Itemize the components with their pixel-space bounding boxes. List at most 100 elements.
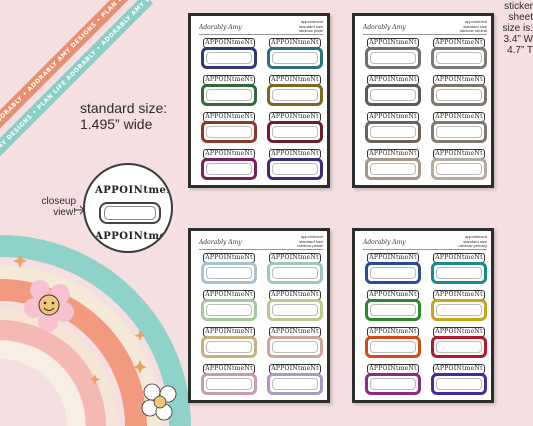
sheet-meta-line: rainbow neutral	[459, 28, 487, 34]
sticker-frame	[267, 158, 323, 180]
sticker-frame	[267, 373, 323, 395]
flower-smiley	[24, 280, 74, 332]
sticker-inner	[272, 126, 318, 138]
closeup-word-top: APPOINtmeNt	[95, 185, 173, 196]
sticker-inner	[370, 89, 416, 101]
sticker-inner	[436, 126, 482, 138]
appointment-sticker: APPOINtmeNt	[201, 290, 257, 326]
sheet-divider	[199, 249, 323, 250]
sheet-brand: Adorably Amy	[199, 238, 242, 246]
appointment-sticker: APPOINtmeNt	[201, 38, 257, 74]
sticker-frame	[201, 299, 257, 321]
sticker-frame	[365, 262, 421, 284]
sticker-inner	[206, 304, 252, 316]
sticker-inner	[272, 163, 318, 175]
sticker-inner	[436, 304, 482, 316]
appointment-sticker: APPOINtmeNt	[431, 149, 487, 185]
appointment-sticker: APPOINtmeNt	[365, 75, 421, 111]
sticker-inner	[206, 126, 252, 138]
sheet-brand: Adorably Amy	[199, 23, 242, 31]
sticker-frame	[365, 47, 421, 69]
sticker-frame	[365, 336, 421, 358]
sticker-frame	[365, 158, 421, 180]
appointment-sticker: APPOINtmeNt	[201, 364, 257, 400]
appointment-sticker: APPOINtmeNt	[267, 364, 323, 400]
appointment-sticker: APPOINtmeNt	[267, 290, 323, 326]
standard-size-label: standard size: 1.495” wide	[80, 100, 190, 132]
sheet-meta-line: rainbow pastel	[297, 243, 323, 249]
appointment-sticker: APPOINtmeNt	[365, 38, 421, 74]
sticker-frame	[267, 299, 323, 321]
sheet-brand: Adorably Amy	[363, 238, 406, 246]
sticker-inner	[436, 163, 482, 175]
sticker-inner	[370, 52, 416, 64]
appointment-sticker: APPOINtmeNt	[267, 327, 323, 363]
sticker-frame	[267, 47, 323, 69]
sheet-divider	[363, 249, 487, 250]
sticker-frame	[431, 373, 487, 395]
sheet-meta-line: appointment	[464, 234, 487, 240]
sticker-inner	[370, 304, 416, 316]
sticker-frame	[431, 158, 487, 180]
sheet-meta-line: appointment	[464, 19, 487, 25]
sticker-inner	[206, 267, 252, 279]
appointment-sticker: APPOINtmeNt	[267, 75, 323, 111]
sheet-meta-line: rainbow jewel	[298, 28, 323, 34]
sheet-meta-line: appointment	[300, 234, 323, 240]
appointment-sticker: APPOINtmeNt	[431, 327, 487, 363]
appointment-sticker: APPOINtmeNt	[267, 112, 323, 148]
appointment-sticker: APPOINtmeNt	[267, 38, 323, 74]
sticker-frame	[431, 47, 487, 69]
closeup-word-bottom: APPOINtmeNt	[95, 231, 173, 242]
sticker-inner	[206, 52, 252, 64]
sparkle-stars	[13, 254, 147, 385]
sticker-inner	[272, 89, 318, 101]
sticker-frame	[201, 336, 257, 358]
appointment-sticker: APPOINtmeNt	[365, 112, 421, 148]
sticker-frame	[365, 373, 421, 395]
sheet-meta-line: rainbow primary	[458, 243, 487, 249]
sticker-inner	[272, 341, 318, 353]
closeup-label-line2: view!	[53, 207, 76, 218]
sticker-frame	[201, 47, 257, 69]
standard-size-width: 1.495” wide	[80, 116, 153, 132]
appointment-sticker: APPOINtmeNt	[201, 327, 257, 363]
sticker-inner	[272, 267, 318, 279]
sticker-inner	[206, 89, 252, 101]
sticker-frame	[431, 121, 487, 143]
sticker-frame	[201, 84, 257, 106]
closeup-sticker-inner	[104, 206, 156, 220]
closeup-sticker-frame	[99, 202, 161, 224]
sheet-size-width: 3.4” W	[503, 34, 533, 45]
sticker-inner	[370, 163, 416, 175]
sheet-divider	[363, 34, 487, 35]
sheet-divider	[199, 34, 323, 35]
sheet-meta-line: appointment	[300, 19, 323, 25]
sticker-inner	[272, 304, 318, 316]
sticker-inner	[206, 163, 252, 175]
sticker-inner	[436, 52, 482, 64]
sticker-frame	[365, 299, 421, 321]
sheet-meta-line: standard size	[463, 238, 487, 244]
sticker-inner	[272, 52, 318, 64]
appointment-sticker: APPOINtmeNt	[431, 75, 487, 111]
appointment-sticker: APPOINtmeNt	[365, 290, 421, 326]
sheet-size-label: sticker sheet size is: 3.4” W 4.7” T	[478, 1, 533, 56]
sheet-meta-line: standard size	[299, 238, 323, 244]
sticker-inner	[436, 89, 482, 101]
appointment-sticker: APPOINtmeNt	[365, 253, 421, 289]
closeup-label: closeup view!	[26, 196, 76, 218]
sticker-inner	[370, 126, 416, 138]
sheet-size-height: 4.7” T	[507, 45, 533, 56]
appointment-sticker: APPOINtmeNt	[267, 149, 323, 185]
sticker-inner	[370, 341, 416, 353]
